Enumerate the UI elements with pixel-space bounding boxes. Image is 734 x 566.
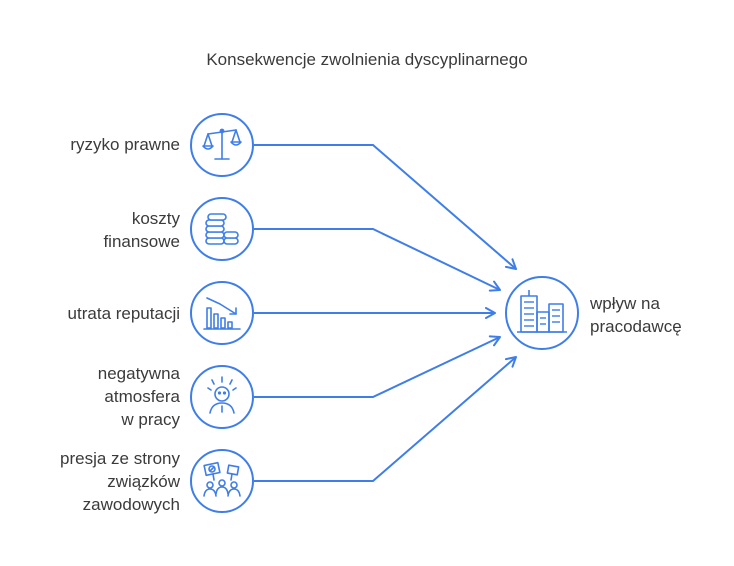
connector-atmosfera	[254, 335, 501, 398]
stressed-person-icon	[207, 376, 237, 414]
label-reputacja: utrata reputacji	[10, 302, 180, 325]
label-line: ryzyko prawne	[70, 135, 180, 154]
label-line: koszty	[131, 209, 180, 228]
scales-icon	[202, 128, 242, 160]
node-atmosfera	[190, 365, 254, 429]
label-line: negatywna	[97, 364, 180, 383]
label-atmosfera: negatywna atmosfera w pracy	[10, 362, 180, 431]
label-line: zawodowych	[82, 495, 180, 514]
label-zwiazki: presja ze strony związków zawodowych	[10, 447, 180, 516]
buildings-icon	[517, 290, 567, 333]
connector-koszty	[254, 228, 501, 292]
label-koszty: koszty finansowe	[10, 207, 180, 253]
label-line: w pracy	[121, 410, 180, 429]
label-line: związków	[107, 472, 180, 491]
diagram-title: Konsekwencje zwolnienia dyscyplinarnego	[206, 50, 528, 69]
node-reputacja	[190, 281, 254, 345]
node-wplyw	[505, 276, 579, 350]
label-line: utrata reputacji	[67, 304, 180, 323]
label-wplyw: wpływ na pracodawcę	[590, 292, 682, 338]
label-line: wpływ na	[590, 294, 660, 313]
label-ryzyko: ryzyko prawne	[10, 133, 180, 156]
connectors	[254, 144, 517, 482]
declining-chart-icon	[203, 297, 241, 330]
connector-ryzyko	[254, 144, 517, 270]
node-zwiazki	[190, 449, 254, 513]
coins-icon	[205, 213, 239, 245]
label-line: atmosfera	[104, 387, 180, 406]
protest-group-icon	[203, 461, 241, 497]
label-line: presja ze strony	[60, 449, 180, 468]
connector-zwiazki	[254, 356, 517, 482]
label-line: finansowe	[103, 232, 180, 251]
label-line: pracodawcę	[590, 317, 682, 336]
